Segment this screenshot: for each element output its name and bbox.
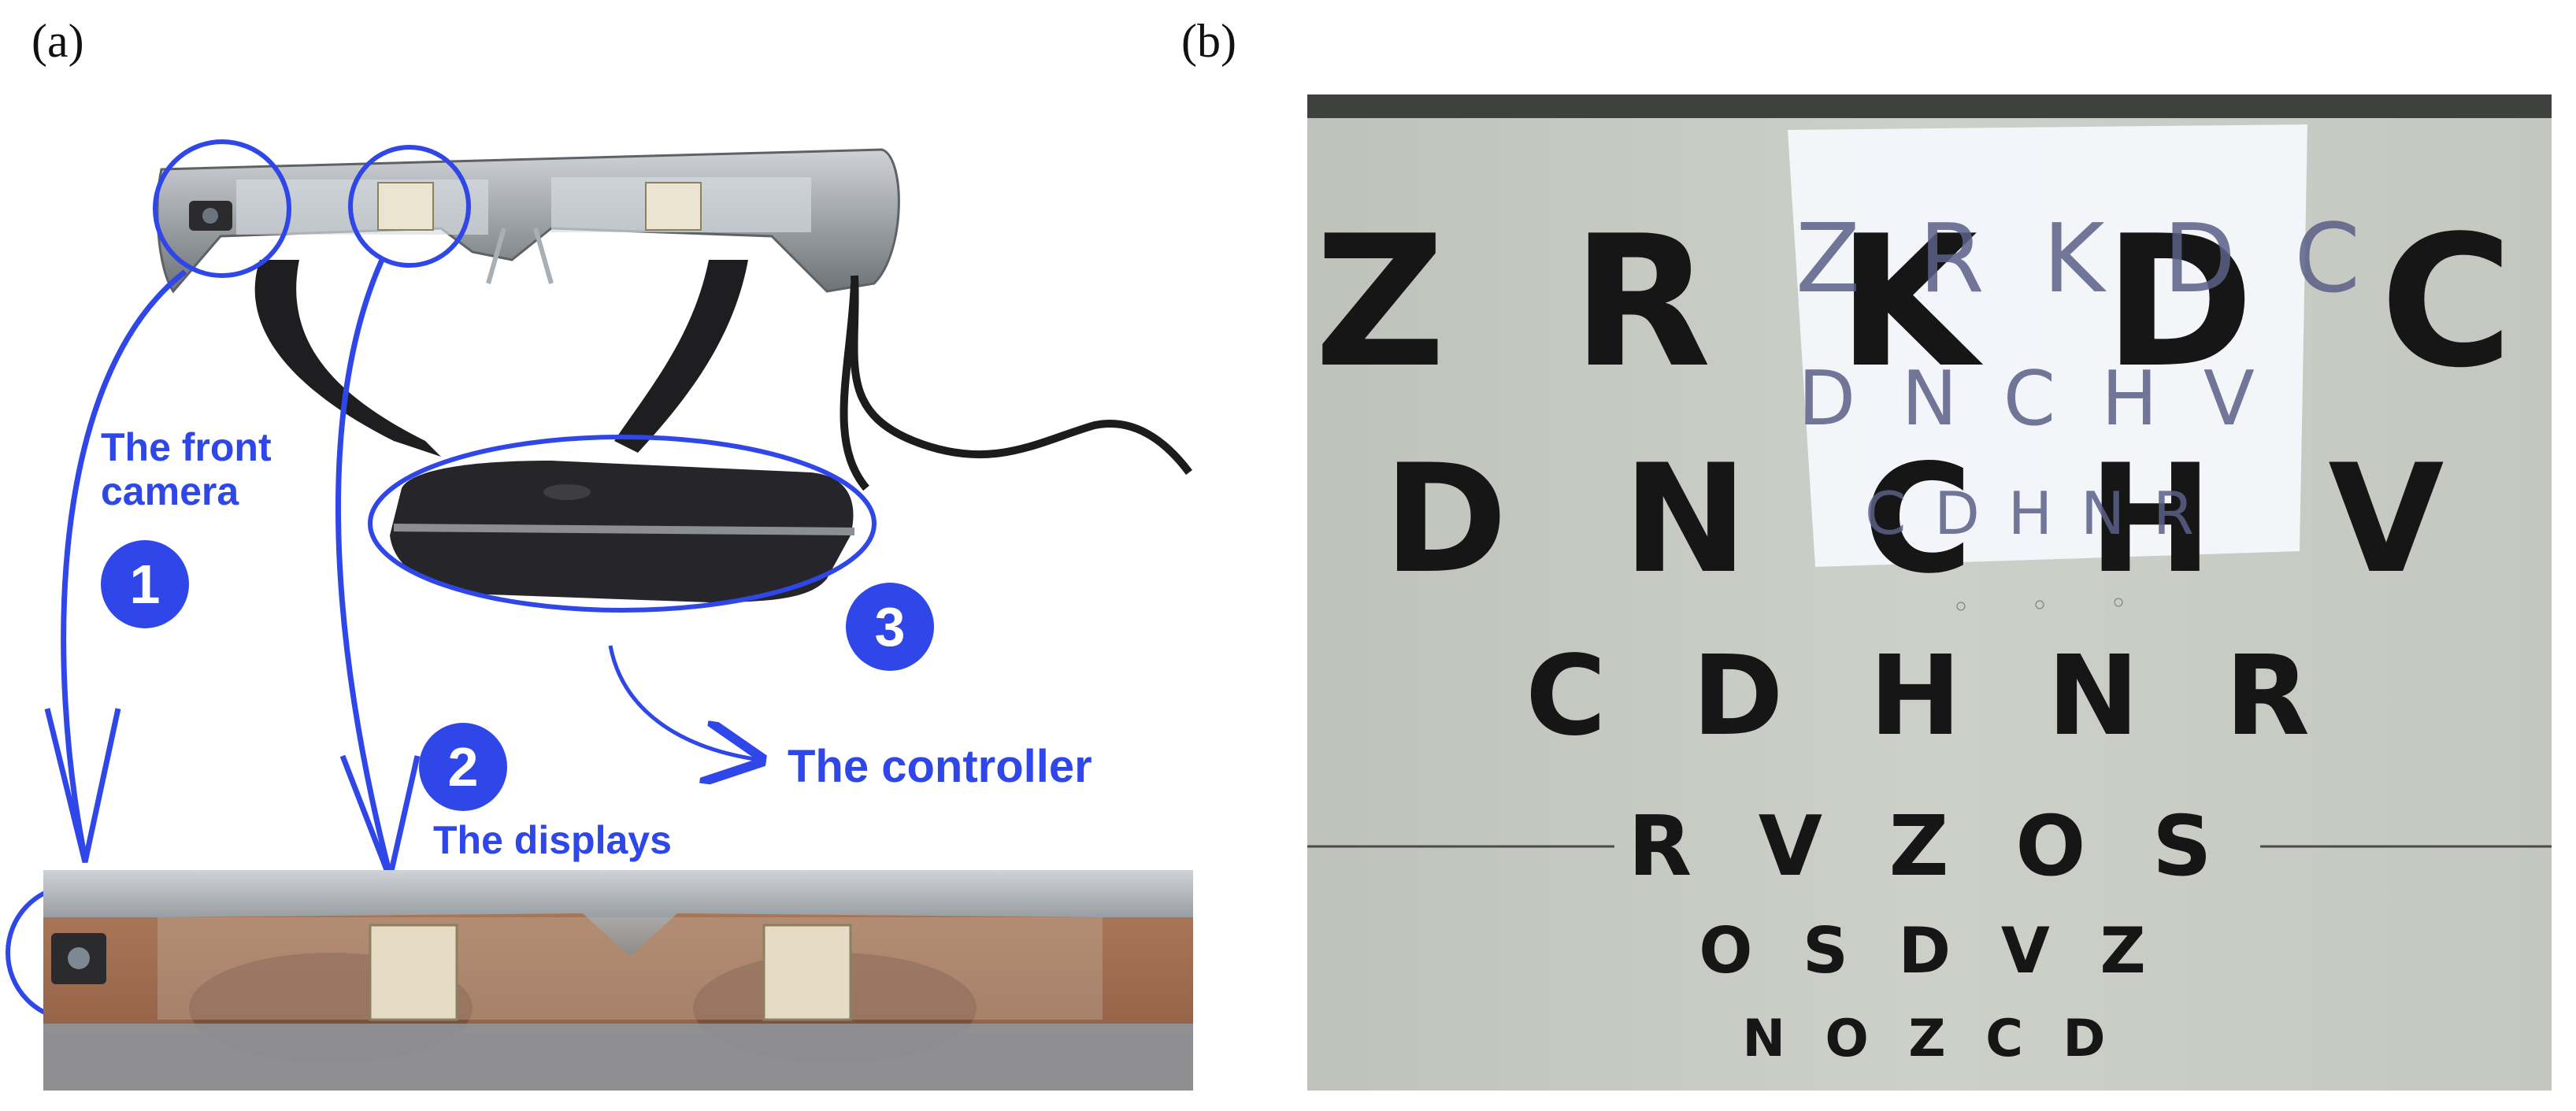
glasses-left-arm xyxy=(254,260,441,457)
display-highlight-circle xyxy=(348,145,471,268)
badge-2: 2 xyxy=(419,723,507,811)
screen-row-1: Z R K D C xyxy=(1796,205,2375,314)
glasses-photo xyxy=(156,148,1192,602)
glasses-left-display xyxy=(377,182,434,231)
eye-chart-photo xyxy=(1307,94,2552,1091)
glasses-closeup-photo xyxy=(43,870,1193,1091)
glasses-right-arm xyxy=(614,260,748,453)
eye-chart-row-6: N O Z C D xyxy=(1742,1009,2117,1068)
controller-device xyxy=(390,461,855,602)
front-camera-label: The front camera xyxy=(101,425,272,513)
controller-cable xyxy=(850,275,1192,476)
badge-1: 1 xyxy=(101,540,189,628)
badge-3: 3 xyxy=(846,583,934,671)
eye-chart-row-1: Z R K D C xyxy=(1314,198,2545,408)
eye-chart-row-2: D N C H V xyxy=(1383,432,2476,606)
displays-label: The displays xyxy=(433,818,672,862)
controller-label: The controller xyxy=(788,741,1092,792)
screen-row-3: C D H N R xyxy=(1864,479,2200,548)
projected-screen xyxy=(1788,124,2307,567)
arrow-camera xyxy=(61,269,187,859)
arrow-controller xyxy=(608,645,760,760)
glasses-left-lens xyxy=(236,180,488,235)
eye-chart-row-5: O S D V Z xyxy=(1699,914,2160,987)
controller-highlight-ellipse xyxy=(368,435,877,613)
glasses-right-display xyxy=(645,182,702,231)
panel-label-a: (a) xyxy=(32,15,84,67)
panel-label-b: (b) xyxy=(1181,15,1236,67)
eye-chart-row-3: C D H N R xyxy=(1525,632,2334,761)
arrow-displays xyxy=(335,258,393,875)
camera-highlight-circle xyxy=(153,139,291,278)
screen-row-2: D N C H V xyxy=(1798,356,2266,443)
eye-chart-row-4: R V Z O S xyxy=(1628,798,2231,894)
